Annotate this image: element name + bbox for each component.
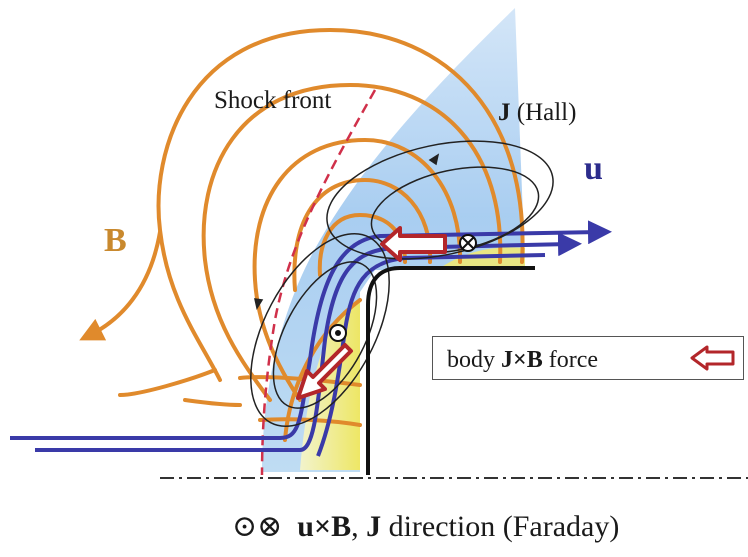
legend-suffix: force [542,347,598,373]
force-arrow [296,343,353,400]
force-legend-text: body J×B force [447,347,598,374]
loop-arrow [254,298,264,310]
j-symbol: J [498,99,511,126]
faraday-caption: ⊙⊗ u×B, J direction (Faraday) [232,512,619,542]
caption-u: u [297,510,314,543]
caption-symbols: ⊙⊗ [232,510,283,543]
caption-comma: , [351,510,367,543]
out-of-page-symbol [329,324,347,342]
velocity-line [10,220,612,440]
caption-rest: direction (Faraday) [381,510,620,543]
field-line [79,230,162,341]
velocity-label: u [584,150,603,187]
legend-b: B [526,347,543,373]
shock-front-line [260,89,377,476]
hall-current-label: J (Hall) [498,100,576,125]
caption-j: J [366,510,382,543]
legend-force-arrow-icon [690,345,735,371]
legend-prefix: body [447,347,501,373]
body-outline [366,266,535,475]
force-arrow [380,226,447,262]
field-line [183,398,242,407]
caption-b: B [331,510,352,543]
shock-front-label: Shock front [214,87,332,114]
velocity-line [35,232,582,452]
field-line [201,82,503,402]
field-line [156,27,525,382]
magnetic-field-label: B [104,222,127,259]
legend-j: J [501,347,513,373]
caption-cross: × [313,510,332,543]
current-loop [326,140,554,260]
field-line [118,368,217,397]
force-legend: body J×B force [432,336,744,380]
stagnation-region-top [440,247,525,270]
current-loop [272,261,378,409]
hall-suffix: (Hall) [510,99,577,126]
loop-arrow [428,153,440,166]
into-page-symbol [459,234,477,252]
legend-cross: × [513,347,527,373]
